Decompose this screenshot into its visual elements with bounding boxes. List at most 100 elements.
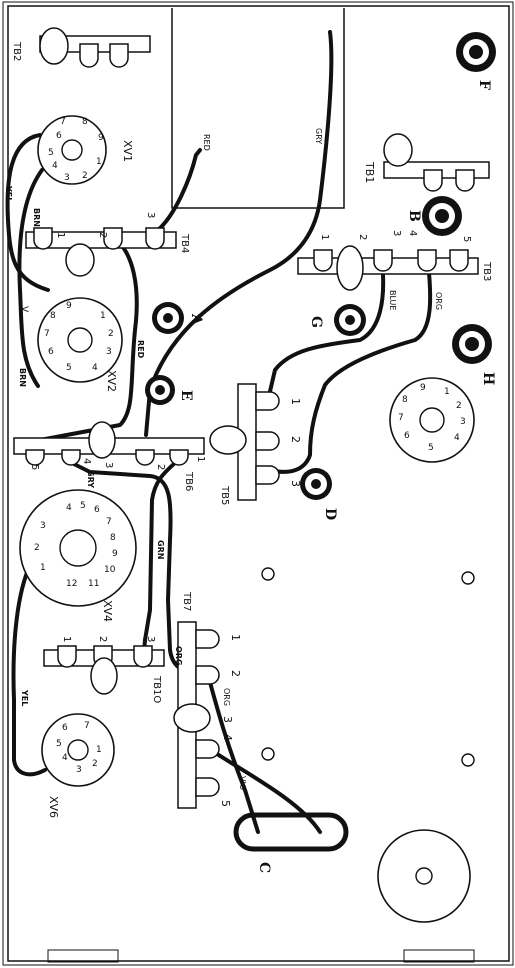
xv2-pin-6: 6 [48,347,54,357]
xv4-pin-6: 6 [94,505,100,515]
xv-right-pin-6: 6 [404,431,410,441]
tb7-lug-2: 2 [229,670,242,677]
tb7-label: TB7 [181,591,192,611]
xv4-pin-5: 5 [80,501,86,511]
tube-socket-xv1: 7 8 9 6 5 4 3 2 1 XV1 [37,115,134,185]
xv4-pin-3: 3 [40,521,46,531]
jack-c-loop [233,812,349,852]
tb7-lug-5: 5 [219,800,232,807]
tb6-lug-1: 1 [195,456,206,462]
tb10-lug-3: 3 [145,636,156,642]
tb6-lug-5: 5 [29,464,40,470]
xv6-pin-2: 2 [92,759,98,769]
tb5-lug-1: 1 [289,398,302,405]
tb5-lug-3: 3 [289,480,302,487]
tb7-lug-4: 4 [221,734,234,741]
wire-label-brn-1: BRN [32,208,41,227]
tb6-lug-2: 2 [155,464,166,470]
xv6-pin-3: 3 [76,765,82,775]
xv1-pin-4: 4 [52,161,58,171]
tb6-lug-3: 3 [103,462,114,468]
wire-label-grn: GRN [156,540,165,559]
jack-e: E [145,375,194,405]
xv6-label: XV6 [47,796,60,818]
jack-a: A [152,302,204,334]
wire-label-vio: VIO [238,776,247,790]
xv-right-pin-4: 4 [454,433,460,443]
tb3-label: TB3 [481,261,492,281]
terminal-board-tb2: TB2 [11,27,151,68]
tb4-lug-1: 1 [55,232,66,238]
xv2-pin-3: 3 [106,347,112,357]
jack-f-label: F [476,80,492,90]
wire-brn-v [17,168,44,388]
tb10-lug-1: 1 [61,636,72,642]
tb3-lug-2: 2 [357,234,368,240]
xv2-pin-9: 9 [66,301,72,311]
xv4-pin-1: 1 [40,563,46,573]
xv4-pin-4: 4 [66,503,72,513]
tb10-lug-2: 2 [97,636,108,642]
tb6-lug-4: 4 [81,458,92,464]
jack-b: B [406,196,462,236]
xv-right-pin-2: 2 [456,401,462,411]
wire-label-gry: GRY [314,128,323,144]
terminal-board-tb10: 1 2 3 TB1O [43,636,165,703]
wire-label-v: V [19,306,29,313]
tb7-lug-1: 1 [229,634,242,641]
mounting-tab-left [47,949,119,963]
terminal-board-tb4: 1 2 3 TB4 [25,212,190,277]
wire-label-blue: BLUE [388,290,397,310]
xv6-pin-7: 7 [84,721,90,731]
jack-d: D [300,468,338,520]
mounting-holes [261,567,475,767]
tube-socket-right-lower [377,829,471,923]
tb4-label: TB4 [179,233,190,253]
wire-xv4-yel [11,568,47,777]
xv1-pin-6: 6 [56,131,62,141]
terminal-board-tb1: TB1 [363,133,490,192]
xv6-pin-5: 5 [56,739,62,749]
xv1-pin-1: 1 [96,157,102,167]
jack-a-label: A [188,313,204,326]
xv-right-pin-5: 5 [428,443,434,453]
xv2-pin-1: 1 [100,311,106,321]
tube-socket-xv4: 4 5 6 7 3 8 2 9 1 10 12 11 XV4 [19,489,137,622]
jack-h-label: H [480,372,496,385]
xv1-pin-2: 2 [82,171,88,181]
xv-right-pin-8: 8 [402,395,408,405]
wire-tb3-org [268,260,433,474]
tube-socket-xv2: 9 8 1 7 2 6 3 5 4 XV2 [37,297,123,392]
jack-c: C [256,862,272,873]
terminal-board-tb7: 1 2 3 4 5 TB7 [173,591,242,809]
xv4-pin-10: 10 [104,565,116,575]
jack-e-label: E [178,390,194,401]
wire-yel-brn-left [5,133,50,292]
jack-h: H [452,324,496,385]
tb5-lug-2: 2 [289,436,302,443]
tb10-label: TB1O [151,675,162,703]
tb7-lug-3: 3 [221,716,234,723]
wire-label-gry-tb6: GRY [86,470,95,488]
wire-color-labels: RED GRY YEL BRN V RED BRN BLUE ORG GRY G… [4,128,443,790]
chassis-outline [7,5,510,962]
mounting-tab-right [403,949,475,963]
terminal-board-tb3: 1 2 3 4 5 TB3 [297,230,492,291]
jack-d-label: D [322,508,338,520]
xv1-pin-9: 9 [98,133,104,143]
wire-tb7-vio-2 [206,746,322,834]
xv4-label: XV4 [101,600,114,622]
xv-right-pin-3: 3 [460,417,466,427]
xv4-pin-9: 9 [112,549,118,559]
xv4-pin-12: 12 [66,579,77,589]
jack-g-label: G [308,316,324,328]
wire-label-org-tb7: ORG [174,646,183,666]
jack-f: F [456,32,496,90]
wiring [5,30,433,852]
xv-right-pin-1: 1 [444,387,450,397]
jack-g: G [308,304,366,336]
xv1-label: XV1 [121,140,134,162]
xv2-pin-7: 7 [44,329,50,339]
xv2-label: XV2 [105,370,118,392]
wire-tb7-vio [206,673,260,834]
